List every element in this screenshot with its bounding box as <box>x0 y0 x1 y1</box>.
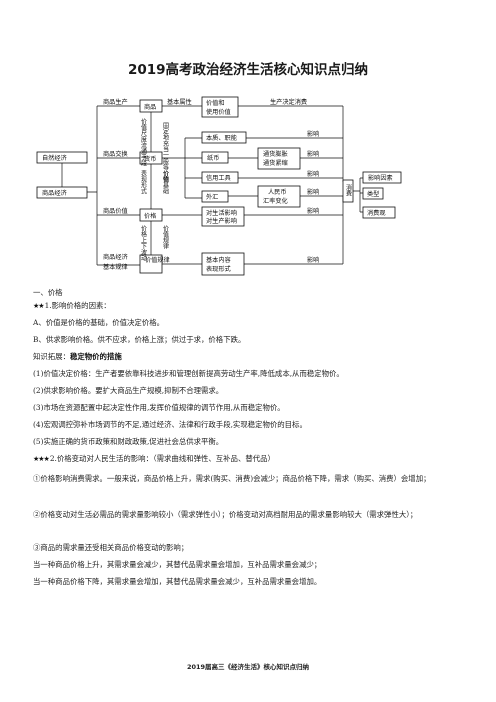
node-essence-label: 本质、职能 <box>206 134 237 142</box>
inflation-label: 通货膨胀 <box>263 150 288 158</box>
influence-label-2: 影响 <box>307 150 319 158</box>
node-inflation <box>257 147 301 170</box>
node-natural-economy-label: 自然经济 <box>42 154 68 162</box>
measure-5: (5)实施正确的货币政策和财政政策,促进社会总供求平衡。 <box>33 437 224 446</box>
measure-2: (2)供求影响价格。要扩大商品生产规模,抑制不合理需求。 <box>33 386 224 395</box>
effect-life: 对生活影响 <box>206 209 237 217</box>
influence-label-3: 影响 <box>307 170 319 178</box>
label-commodity-production: 商品生产 <box>103 98 128 106</box>
node-commodity-economy-label: 商品经济 <box>42 189 68 197</box>
influence-label-4: 影响 <box>307 188 319 196</box>
rate-change-label: 汇率变化 <box>263 197 288 205</box>
ext-label: 知识拓展： <box>33 352 70 361</box>
point-a: A、价值是价格的基础，价值决定价格。 <box>33 318 164 327</box>
consumption-effect-4: 当一种商品价格上升，其需求量会减少，其替代品需求量会增加，互补品需求量会减少； <box>33 560 322 569</box>
point-1-text: 1.影响价格的因素： <box>44 301 111 310</box>
expression-form-label: 表现形式 <box>206 265 231 273</box>
factors-label: 影响因素 <box>368 174 393 182</box>
star-rating-2: ★★★ <box>33 455 50 463</box>
label-basic-attr: 基本属性 <box>167 98 192 106</box>
node-paper-money <box>201 151 229 164</box>
label-commodity-economy: 商品经济 <box>103 253 129 261</box>
ext-title: 稳定物价的措施 <box>69 352 122 361</box>
types-label: 类型 <box>367 190 379 198</box>
label-basic-law: 基本规律 <box>103 263 128 271</box>
label-production-decides: 生产决定消费 <box>270 98 307 106</box>
measure-3: (3)市场在资源配置中起决定性作用,发挥价值规律的调节作用,从而稳定物价。 <box>33 403 285 412</box>
label-commodity-value: 商品价值 <box>103 207 128 215</box>
knowledge-ext: 知识拓展：稳定物价的措施 <box>33 351 473 362</box>
page-footer: 2019届高三《经济生活》核心知识点归纳 <box>186 663 310 671</box>
value-box-line2: 使用价值 <box>206 108 231 116</box>
node-price-label: 价格 <box>144 212 157 220</box>
node-price-effect <box>201 206 245 227</box>
influence-label-5: 影响 <box>307 207 319 215</box>
section-heading-price: 一、价格 <box>33 288 63 297</box>
vlabel-equivalent: 固定地充当一般等价物 <box>162 122 169 183</box>
consumption-view-label: 消费观 <box>367 209 386 217</box>
vlabel-function: 价值尺度流通手段 <box>140 118 147 167</box>
star-rating: ★★ <box>33 302 45 310</box>
vlabel-fluctuation: 价格上下波动 <box>140 225 147 262</box>
node-forex-label: 外汇 <box>206 193 218 201</box>
label-commodity-exchange: 商品交换 <box>103 150 128 158</box>
knowledge-diagram: 自然经济 商品经济 商品生产 商品交换 商品价值 商品经济 基本规律 商品 货币… <box>36 96 402 276</box>
node-credit-tool-label: 信用工具 <box>206 174 231 182</box>
consumption-effect-5: 当一种商品价格下降，其需求量会增加，其替代品需求量会减少，互补品需求量会增加。 <box>33 577 322 586</box>
influence-label-6: 影响 <box>307 256 319 264</box>
node-essence <box>201 131 247 144</box>
node-value-law-label: 价值规律 <box>145 256 170 264</box>
point-2: ★★★2.价格变动对人民生活的影响：（需求曲线和弹性、互补品、替代品） <box>33 453 473 465</box>
basic-content-label: 基本内容 <box>206 256 231 264</box>
measure-1: (1)价值决定价格：生产者要依靠科技进步和管理创新提高劳动生产率,降低成本,从而… <box>33 369 344 378</box>
rmb-label: 人民币 <box>268 189 287 196</box>
node-consumption-view <box>362 206 396 219</box>
influence-label-1: 影响 <box>307 130 319 138</box>
point-b: B、供求影响价格。供不应求，价格上涨；供过于求，价格下跌。 <box>33 335 246 344</box>
node-credit-tool <box>201 171 239 184</box>
effect-production: 对生产影响 <box>206 217 237 225</box>
node-money-label: 货币 <box>144 155 156 163</box>
consumption-effect-3: ③商品的需求量还受相关商品价格变动的影响； <box>33 543 189 552</box>
node-factors <box>362 171 402 184</box>
deflation-label: 通货紧缩 <box>263 159 288 167</box>
consumption-effect-2: ②价格变动对生活必需品的需求量影响较小（需求弹性小）；价格变动对高档耐用品的需求… <box>33 510 418 519</box>
point-1: ★★1.影响价格的因素： <box>33 300 473 312</box>
node-forex <box>201 190 229 203</box>
vlabel-form: 表现形式 <box>140 169 147 194</box>
node-rmb <box>257 185 301 208</box>
vlabel-value-law: 价值规律 <box>162 225 169 250</box>
vlabel-value-base: 价值基础 <box>162 170 169 195</box>
page-title: 2019高考政治经济生活核心知识点归纳 <box>127 62 369 78</box>
node-commodity-label: 商品 <box>144 103 156 111</box>
value-box-line1: 价值和 <box>206 99 225 107</box>
consumption-label: 消费 <box>345 183 352 197</box>
consumption-effect-1: ①价格影响消费需求。一般来说，商品价格上升，需求(购买、消费)会减少；商品价格下… <box>33 474 431 483</box>
node-paper-money-label: 纸币 <box>207 154 219 162</box>
point-2-text: 2.价格变动对人民生活的影响：（需求曲线和弹性、互补品、替代品） <box>49 454 275 463</box>
node-types <box>362 187 384 200</box>
node-value-use-value <box>201 96 239 118</box>
measure-4: (4)宏观调控弥补市场调节的不足,通过经济、法律和行政手段,实现稳定物价的目标。 <box>33 420 307 429</box>
